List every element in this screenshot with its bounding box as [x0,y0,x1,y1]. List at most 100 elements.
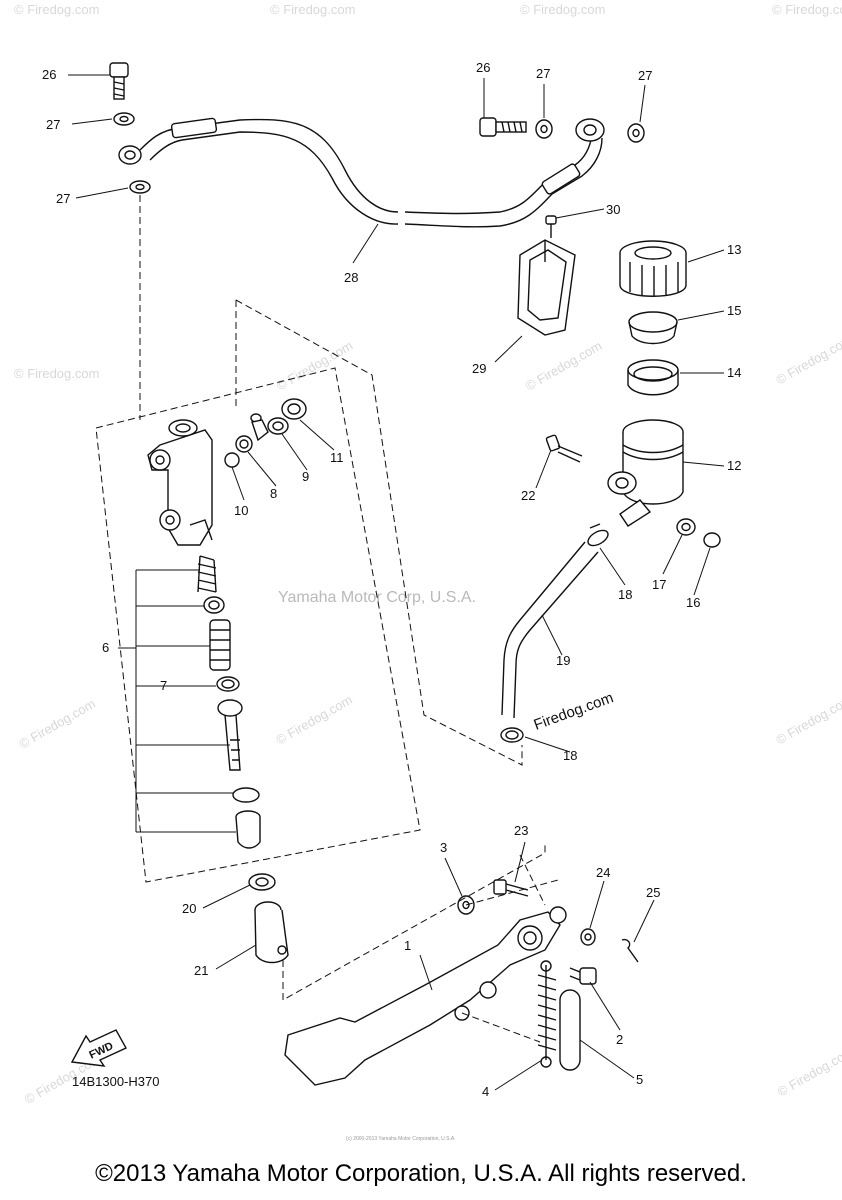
oring-9 [267,417,289,435]
watermark: © Firedog.com [16,696,98,752]
callout-5: 5 [636,1072,643,1087]
callout-4: 4 [482,1084,489,1099]
banjo-fitting [118,145,142,165]
callout-15: 15 [727,303,741,318]
watermark: © Firedog.com [270,2,355,17]
watermark: © Firedog.com [520,2,605,17]
fwd-arrow-icon: FWD [70,1029,127,1067]
union-bolt-left [109,62,129,100]
watermark: © Firedog.com [523,338,605,394]
hose-clip-bottom [500,727,524,743]
callout-27: 27 [536,66,550,81]
callout-25: 25 [646,885,660,900]
callout-2: 2 [616,1032,623,1047]
pivot-bolt [493,879,529,897]
callout-20: 20 [182,901,196,916]
watermark: © Firedog.com [14,2,99,17]
oring-10 [224,452,240,468]
hose-joint-oring [676,518,696,536]
watermark: © Firedog.com [273,692,355,748]
watermark-layer: © Firedog.com © Firedog.com © Firedog.co… [14,2,842,1107]
callout-17: 17 [652,577,666,592]
callout-26: 26 [42,67,56,82]
callout-23: 23 [514,823,528,838]
callout-28: 28 [344,270,358,285]
banjo-fitting [575,118,605,142]
watermark: © Firedog.com [773,692,842,748]
callout-29: 29 [472,361,486,376]
callout-21: 21 [194,963,208,978]
locknut-20 [248,873,276,891]
inline-watermark: Firedog.com [532,689,616,733]
cotter-pin [621,938,639,963]
kit-bracket [135,569,236,833]
hose-clip-top [587,523,609,547]
assembly-lines [95,195,559,1043]
callout-24: 24 [596,865,610,880]
callout-1: 1 [404,938,411,953]
watermark: © Firedog.com [274,338,356,394]
callout-14: 14 [727,365,741,380]
callout-27: 27 [56,191,70,206]
watermark: © Firedog.com [14,366,99,381]
callout-9: 9 [302,469,309,484]
callout-labels: 26 27 27 26 27 27 30 28 13 15 14 29 12 2… [42,60,741,1099]
callout-22: 22 [521,488,535,503]
callout-30: 30 [606,202,620,217]
copyright-notice: ©2013 Yamaha Motor Corporation, U.S.A. A… [95,1160,747,1187]
kit-pushrod [217,699,243,771]
grommet-11 [281,398,307,420]
callout-6: 6 [102,640,109,655]
kit-seal-7 [216,676,240,692]
union-bolt-right [479,117,527,137]
return-spring [537,960,557,1068]
reservoir-bolt [545,434,583,463]
callout-10: 10 [234,503,248,518]
kit-spring [197,555,217,593]
pedal-collar [559,989,581,1071]
master-cylinder-body [147,419,213,546]
diaphragm-plate [627,359,679,396]
tiny-footer: (c) 2000-2013 Yamaha Motor Corporation, … [346,1136,456,1142]
hose-fitting [541,163,581,195]
washer [129,180,151,194]
callout-8: 8 [270,486,277,501]
callout-12: 12 [727,458,741,473]
bracket-screw [545,215,557,238]
reservoir-diaphragm [628,311,678,345]
hose-nipple [250,413,269,442]
reservoir-cap [619,240,687,297]
washer [627,123,645,143]
callout-7: 7 [160,678,167,693]
reservoir-hose [501,541,599,719]
callout-19: 19 [556,653,570,668]
kit-piston [209,619,231,671]
callout-13: 13 [727,242,741,257]
brake-hose [118,117,605,228]
spring-bolt [569,967,597,985]
watermark: © Firedog.com [773,332,842,388]
callout-16: 16 [686,595,700,610]
oring-8 [235,435,253,453]
watermark: © Firedog.com [772,2,842,17]
kit-boot [235,810,261,849]
diagram-code: 14B1300-H370 [72,1074,159,1089]
reservoir-bracket [517,239,576,336]
leader-lines [68,74,725,1091]
callout-18: 18 [618,587,632,602]
brake-pedal [284,906,567,1086]
washer [535,119,553,139]
callout-27: 27 [638,68,652,83]
watermark: © Firedog.com [775,1044,842,1100]
clevis-21 [254,901,289,964]
callout-11: 11 [330,450,344,465]
callout-27: 27 [46,117,60,132]
reservoir-tank [607,419,684,527]
hose-fitting [170,117,218,139]
kit-cup [203,596,225,614]
callout-18: 18 [563,748,577,763]
washer [113,112,135,126]
hose-joint-cap [703,532,721,548]
callout-26: 26 [476,60,490,75]
